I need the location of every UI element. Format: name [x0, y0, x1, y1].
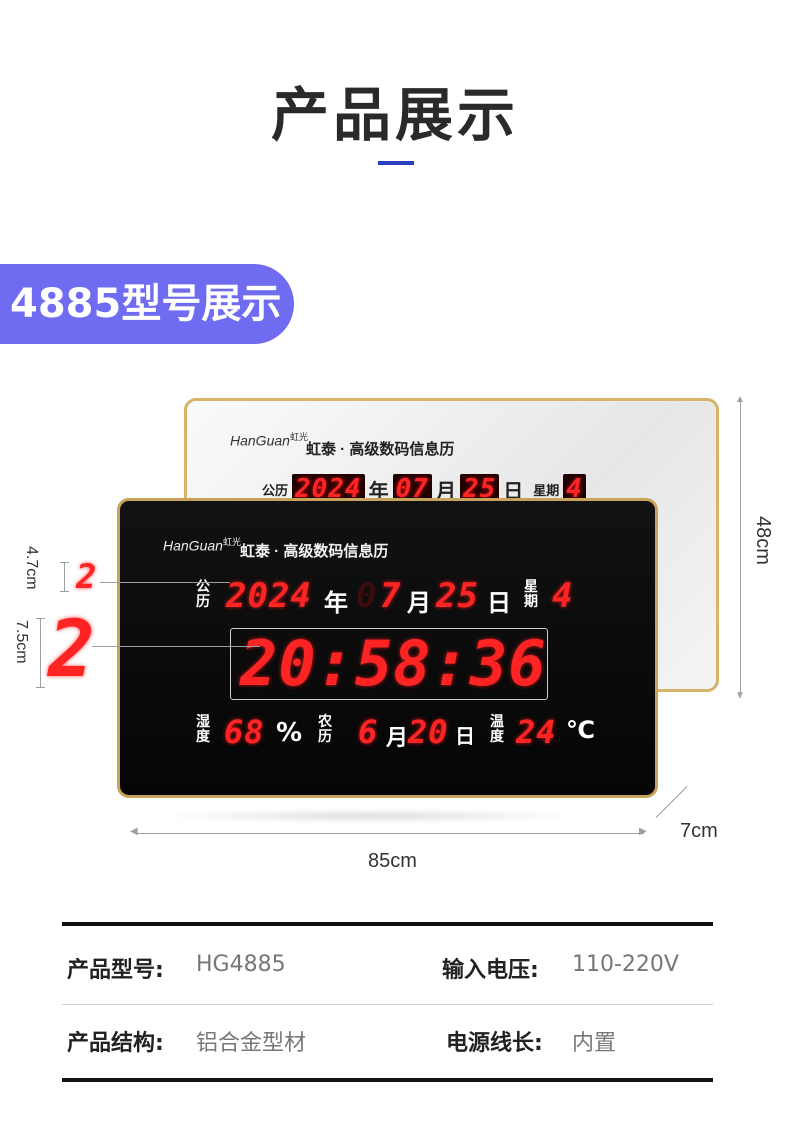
large-digit-height-bracket — [40, 618, 41, 688]
temp-label: 温 度 — [490, 715, 504, 745]
humidity-unit: % — [276, 718, 303, 748]
width-arrow-left-icon: ◀ — [130, 826, 138, 837]
front-logo-cn: 虹光 — [222, 537, 241, 547]
date-day-unit: 日 — [487, 589, 511, 617]
lunar-label-2: 历 — [318, 729, 332, 745]
spec-voltage-label: 输入电压: — [442, 958, 539, 983]
back-logo-cn: 虹光 — [289, 432, 308, 442]
page-title: 产品展示 — [270, 81, 519, 149]
back-logo: HanGuan虹光 — [230, 430, 308, 449]
time-display-frame — [230, 628, 548, 700]
spec-model-label: 产品型号: — [67, 958, 164, 983]
humidity-label-2: 度 — [196, 729, 210, 745]
humidity-label: 湿 度 — [196, 715, 210, 745]
spec-cable-value: 内置 — [572, 1031, 617, 1056]
large-digit-height-label: 7.5cm — [13, 620, 30, 664]
gongli-label-2: 历 — [196, 594, 210, 610]
width-arrow-right-icon: ▶ — [639, 826, 647, 837]
lunar-month-unit: 月 — [386, 726, 409, 751]
spec-model-value: HG4885 — [196, 952, 286, 977]
back-brand: 虹泰 · 高级数码信息历 — [306, 441, 455, 458]
spec-table-bottom-rule — [62, 1078, 713, 1082]
lunar-label-1: 农 — [318, 714, 332, 730]
height-label: 48cm — [752, 516, 774, 565]
spec-cable-label: 电源线长: — [446, 1031, 543, 1056]
width-arrow — [136, 833, 644, 834]
date-year-unit: 年 — [324, 589, 348, 617]
weekday-label-1: 星 — [524, 579, 538, 595]
date-weekday: 4 — [552, 576, 574, 616]
date-month-dim: 0 — [356, 576, 378, 616]
temp-label-2: 度 — [490, 729, 504, 745]
large-digit-bracket-bottom — [36, 687, 45, 688]
back-day-unit: 日 — [503, 478, 524, 503]
back-month-unit: 月 — [435, 478, 456, 503]
width-label: 85cm — [368, 850, 417, 872]
temp-unit: ℃ — [566, 716, 596, 744]
date-day: 25 — [436, 576, 479, 616]
spec-table-top-rule — [62, 922, 713, 926]
depth-arrow — [655, 786, 688, 818]
gongli-label-1: 公 — [196, 579, 210, 595]
small-digit-height-bracket — [64, 562, 65, 592]
weekday-label-2: 期 — [524, 594, 538, 610]
time-display: 20:58:36 — [240, 627, 547, 700]
model-badge: 4885型号展示 — [0, 264, 294, 344]
date-month: 7 — [380, 576, 402, 616]
large-digit-bracket-top — [36, 618, 45, 619]
lunar-month: 6 — [358, 713, 379, 751]
weekday-label: 星 期 — [524, 580, 538, 610]
back-weekday: 4 — [563, 474, 586, 504]
small-digit-bracket-top — [60, 562, 69, 563]
humidity-value: 68 — [224, 713, 265, 751]
small-digit-leader — [100, 582, 230, 583]
back-weekday-label: 星期 — [533, 483, 560, 499]
front-clock-panel — [117, 498, 658, 798]
title-underline — [378, 161, 414, 165]
humidity-label-1: 湿 — [196, 714, 210, 730]
front-logo-text: HanGuan — [163, 537, 223, 554]
front-logo: HanGuan虹光 — [163, 535, 241, 554]
lunar-label: 农 历 — [318, 715, 332, 745]
small-digit-sample: 2 — [76, 557, 98, 597]
height-arrow — [740, 398, 741, 698]
back-gongli-label: 公历 — [262, 483, 289, 499]
lunar-day-unit: 日 — [455, 724, 475, 748]
small-digit-height-label: 4.7cm — [23, 546, 40, 590]
temp-label-1: 温 — [490, 714, 504, 730]
spec-structure-value: 铝合金型材 — [196, 1031, 307, 1056]
lunar-day: 20 — [408, 713, 449, 751]
back-year-unit: 年 — [368, 478, 389, 503]
height-arrow-top-icon: ▲ — [735, 394, 745, 405]
spec-table-divider — [62, 1004, 713, 1005]
small-digit-bracket-bottom — [60, 591, 69, 592]
panel-shadow — [160, 808, 580, 824]
large-digit-leader — [92, 646, 260, 647]
gongli-label: 公 历 — [196, 580, 210, 610]
depth-label: 7cm — [680, 820, 718, 842]
front-brand: 虹泰 · 高级数码信息历 — [240, 543, 389, 560]
height-arrow-bottom-icon: ▼ — [735, 690, 745, 701]
large-digit-sample: 2 — [48, 605, 96, 695]
back-logo-text: HanGuan — [230, 432, 290, 449]
date-month-unit: 月 — [407, 589, 431, 617]
date-year: 2024 — [226, 576, 312, 616]
spec-structure-label: 产品结构: — [67, 1031, 164, 1056]
temp-value: 24 — [516, 713, 557, 751]
spec-voltage-value: 110-220V — [572, 952, 679, 977]
